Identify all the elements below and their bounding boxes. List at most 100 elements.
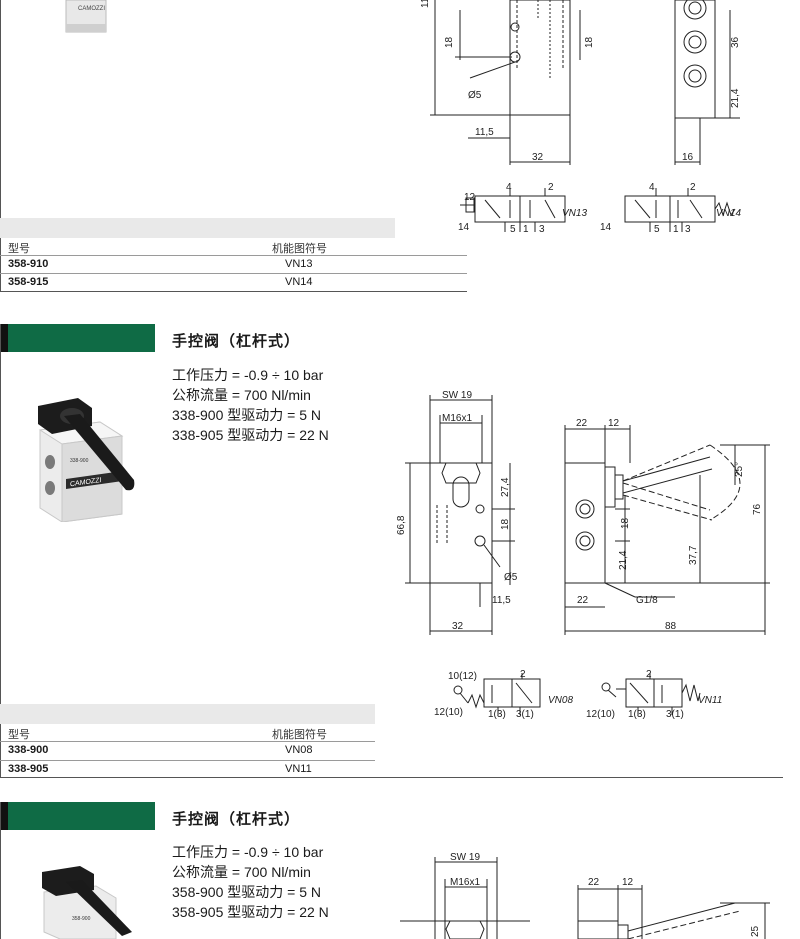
vn11-port-3-1: 3(1) [666,709,684,720]
section3-technical-drawing: SW 19 M16x1 22 12 25 [400,852,770,939]
dim-phi5: Ø5 [468,90,482,101]
dim-12-top: 12 [608,418,620,429]
vn13-code: VN13 [562,208,587,219]
table2-row1-model: 338-900 [8,744,49,756]
symbol-vn11: 2 12(10) 1(3) 3(1) VN11 [586,669,722,720]
vn08-port-2: 2 [520,669,526,680]
vn13-port-14: 14 [458,222,470,233]
product-image-lever-valve: CAMOZZI 338-900 [38,398,135,522]
section3-header-bar [0,802,155,830]
vn14-port-14: 14 [600,222,612,233]
table2-row2-model: 338-905 [8,763,49,775]
section3-specs: 工作压力 = -0.9 ÷ 10 bar 公称流量 = 700 Nl/min 3… [172,842,329,922]
vn14-port-2: 2 [690,182,696,193]
section2-frame-bottom [0,777,783,778]
spec3-pressure: 工作压力 = -0.9 ÷ 10 bar [172,844,324,860]
table1-row1-model: 358-910 [8,258,49,270]
table1-line [0,255,467,256]
vn11-code: VN11 [698,695,722,706]
dim-18-side: 18 [620,517,631,529]
dim-22-top: 22 [576,418,588,429]
top-technical-drawing: 115 18 Ø5 11,5 32 18 36 21,4 16 4 2 12 1… [420,0,741,235]
spec-force-900: 338-900 型驱动力 = 5 N [172,407,322,423]
dim-phi5-lever: Ø5 [504,572,518,583]
section3-title: 手控阀（杠杆式） [172,811,301,828]
product-image-top: CAMOZZI [65,0,107,33]
dim-g1-8: G1/8 [636,595,658,606]
dim-11-5-lever: 11,5 [492,595,511,606]
vn14-port-1: 1 [673,224,679,235]
table2-line [0,760,375,761]
lever-valve-body-front [429,462,493,584]
dim3-22: 22 [588,877,600,888]
vn13-port-1: 1 [523,224,529,235]
section2-header-tab [0,324,8,352]
dim-37-7: 37,7 [688,545,699,565]
table2-col-symbol: 机能图符号 [272,729,327,741]
dim-88: 88 [665,621,677,632]
product-brand-mark: CAMOZZI [78,6,105,12]
spec-pressure: 工作压力 = -0.9 ÷ 10 bar [172,367,324,383]
vn13-port-2: 2 [548,182,554,193]
dim-115: 115 [420,0,431,8]
dim-32-lever: 32 [452,621,464,632]
dim3-m16: M16x1 [450,877,480,888]
vn11-port-1-3: 1(3) [628,709,646,720]
symbol-vn13: 4 2 12 14 5 1 3 VN13 [458,182,587,235]
dim-25deg: 25° [734,462,745,477]
dim3-25: 25 [750,925,761,937]
table2-col-model: 型号 [8,729,30,741]
spec-force-905: 338-905 型驱动力 = 22 N [172,427,329,443]
vn14-port-5: 5 [654,224,660,235]
spec3-force-905: 358-905 型驱动力 = 22 N [172,904,329,920]
spec3-flow: 公称流量 = 700 Nl/min [172,864,311,880]
valve-body-side [674,0,716,119]
vn13-port-5: 5 [510,224,516,235]
dim-18-left: 18 [444,36,455,48]
product-image-lever-valve-2: 358-900 [42,866,132,939]
dim-36: 36 [730,36,741,48]
vn11-port-12-10: 12(10) [586,709,615,720]
product-brand-label: CAMOZZI [70,477,101,488]
table1-row2-symbol: VN14 [285,276,313,288]
section2-title: 手控阀（杠杆式） [172,333,301,350]
table1-row2-model: 358-915 [8,276,49,288]
table2-row1-symbol: VN08 [285,744,313,756]
vn13-port-12: 12 [464,192,476,203]
lever-valve-body-side [564,462,606,584]
product-code-label: 338-900 [70,458,89,464]
vn08-port-12-10: 12(10) [434,707,463,718]
section2-specs: 工作压力 = -0.9 ÷ 10 bar 公称流量 = 700 Nl/min 3… [172,365,329,445]
table2-header-bar [0,704,375,724]
section2-technical-drawing: SW 19 M16x1 66,8 27,4 18 Ø5 11,5 32 22 1… [396,390,770,720]
dim3-sw19: SW 19 [450,852,480,863]
symbol-vn08: 10(12) 2 12(10) 1(3) 3(1) VN08 [434,669,573,720]
table2-row2-symbol: VN11 [285,763,312,775]
table1-line [0,273,467,274]
dim3-12: 12 [622,877,634,888]
dim-sw19: SW 19 [442,390,472,401]
table1-row1-symbol: VN13 [285,258,313,270]
vn08-port-10-12: 10(12) [448,671,477,682]
vn14-code: VN14 [716,208,741,219]
vn13-port-3: 3 [539,224,545,235]
dim-22-bottom: 22 [577,595,589,606]
dim-27-4: 27,4 [500,477,511,497]
section3-frame-left [0,802,1,939]
dim-21-4-side: 21,4 [618,550,629,570]
dim-32: 32 [532,152,544,163]
vn11-port-2: 2 [646,669,652,680]
dim-m16: M16x1 [442,413,472,424]
vn14-port-3: 3 [685,224,691,235]
vn14-port-4: 4 [649,182,655,193]
valve-body-front [509,0,571,116]
vn08-code: VN08 [548,695,573,706]
vn08-port-3-1: 3(1) [516,709,534,720]
dim-16: 16 [682,152,694,163]
vn08-port-1-3: 1(3) [488,709,506,720]
section1-frame-left [0,0,1,292]
table1-col-symbol: 机能图符号 [272,243,327,255]
dim-76: 76 [752,503,763,515]
vn13-port-4: 4 [506,182,512,193]
dim-21-4: 21,4 [730,88,741,108]
